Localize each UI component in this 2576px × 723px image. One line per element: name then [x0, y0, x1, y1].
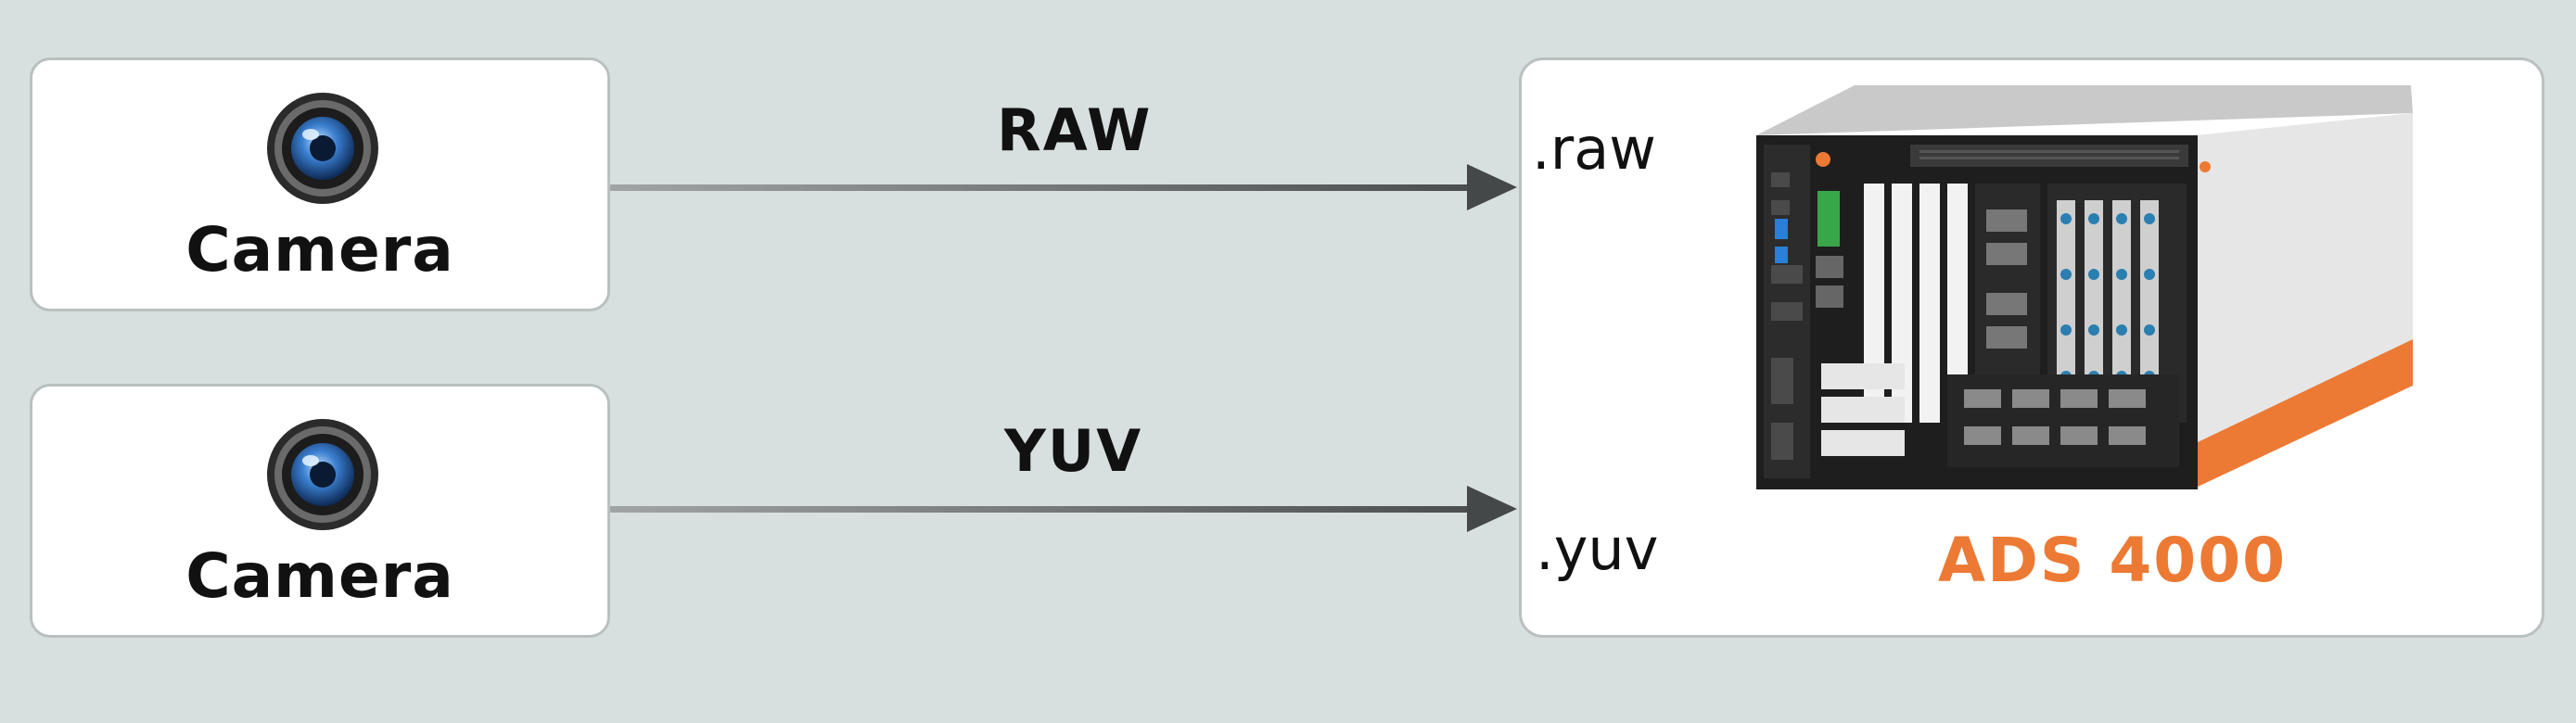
camera-source-box-2: Camera: [30, 384, 610, 638]
industrial-computer-icon: [1756, 85, 2413, 489]
camera-lens-icon: [267, 419, 378, 530]
camera-source-box-1: Camera: [30, 57, 610, 311]
raw-arrow: [610, 164, 1517, 210]
raw-extension-label: .raw: [1532, 115, 1656, 183]
camera-label: Camera: [185, 214, 454, 285]
raw-flow-label: RAW: [997, 96, 1153, 164]
yuv-flow-label: YUV: [1004, 417, 1143, 485]
camera-label: Camera: [185, 540, 454, 612]
camera-lens-icon: [267, 93, 378, 204]
yuv-extension-label: .yuv: [1536, 515, 1659, 583]
yuv-arrow: [610, 486, 1517, 532]
device-name-label: ADS 4000: [1938, 525, 2288, 596]
